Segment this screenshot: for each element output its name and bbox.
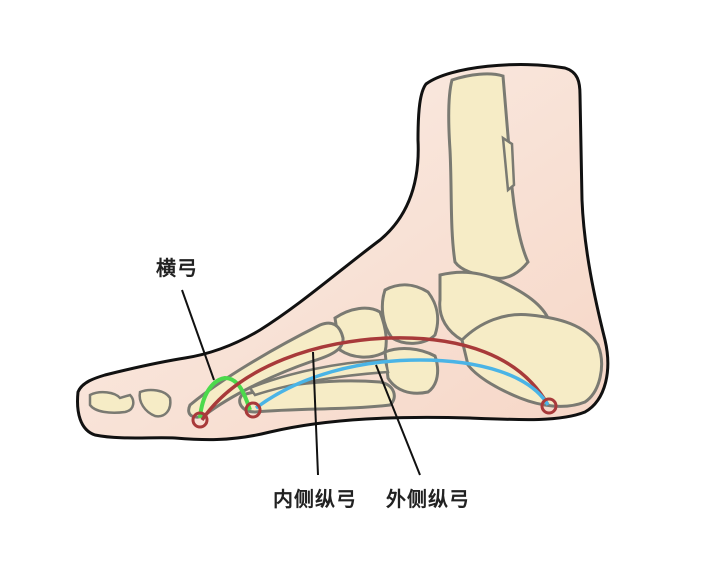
middle-metatarsal-bone (248, 358, 390, 397)
lateral-arch-leader-line (375, 364, 421, 476)
medial-arch-leader-line (312, 351, 319, 476)
fibula-bone (501, 135, 516, 193)
lateral-longitudinal-arch-label: 外侧纵弓 (386, 487, 470, 511)
cuneiform-bone (333, 306, 388, 359)
transverse-arch-curve (198, 375, 252, 419)
arch-anchor-point-fifth-metatarsal (244, 401, 262, 419)
toe-phalanx-bone (138, 388, 172, 418)
lateral-longitudinal-arch-curve (254, 358, 550, 410)
medial-longitudinal-arch-curve (200, 336, 550, 421)
arch-anchor-point-calcaneus (540, 397, 558, 415)
medial-longitudinal-arch-label: 内侧纵弓 (273, 487, 357, 511)
toe-phalanx-bone (88, 390, 135, 414)
navicular-bone (380, 283, 440, 345)
transverse-arch-leader-line (181, 289, 215, 381)
arch-anchor-point-first-metatarsal (191, 411, 209, 429)
transverse-arch-label: 横弓 (156, 256, 198, 280)
calcaneus-bone (460, 312, 604, 408)
